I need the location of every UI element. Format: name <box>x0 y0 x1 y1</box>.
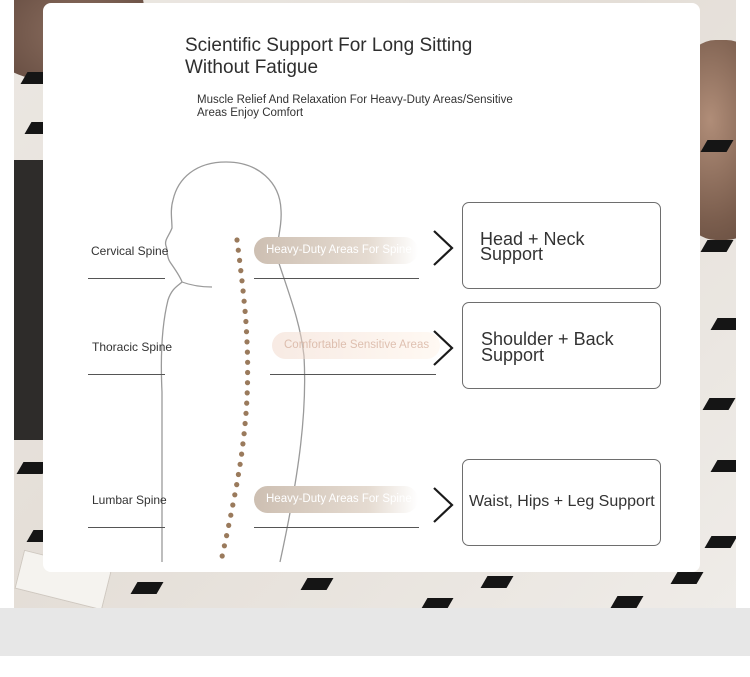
spine-vertebra-dot <box>244 400 250 406</box>
box-label: Support <box>481 345 545 365</box>
page-title: Scientific Support For Long Sitting With… <box>185 35 565 79</box>
sensitive-area-pill: Comfortable Sensitive Areas <box>272 332 440 359</box>
spine-vertebra-dot <box>232 492 238 498</box>
spine-vertebra-dot <box>244 380 251 386</box>
divider-line <box>254 527 419 528</box>
heavy-duty-pill: Heavy-Duty Areas For Spine <box>254 237 418 264</box>
spine-vertebra-dot <box>244 339 250 345</box>
spine-vertebra-dot <box>235 471 241 478</box>
spine-vertebra-dot <box>234 237 240 243</box>
chevron-right-icon <box>433 487 454 523</box>
spine-vertebra-dot <box>242 420 248 427</box>
spine-vertebra-dot <box>244 349 250 355</box>
spine-vertebra-dot <box>238 268 244 274</box>
spine-vertebra-dot <box>230 502 236 508</box>
spine-vertebra-dot <box>234 482 240 488</box>
chevron-right-icon <box>433 330 454 366</box>
spine-vertebra-dot <box>237 461 243 467</box>
title-line: Scientific Support For Long Sitting <box>185 35 473 56</box>
spine-vertebra-dot <box>243 329 250 335</box>
spine-vertebra-dot <box>245 359 251 365</box>
box-label: Waist, Hips + Leg Support <box>469 493 655 510</box>
page-subtitle: Muscle Relief And Relaxation For Heavy-D… <box>197 94 557 120</box>
lumbar-spine-label: Lumbar Spine <box>92 493 167 507</box>
spine-vertebra-dot <box>242 308 248 314</box>
chevron-right-icon <box>433 230 454 266</box>
divider-line <box>254 278 419 279</box>
spine-vertebra-dot <box>224 533 230 539</box>
body-outline-front <box>160 161 306 563</box>
shoulder-back-support-box: Shoulder + Back Support <box>462 302 661 389</box>
box-label: Head + Neck <box>480 229 585 249</box>
box-label: Shoulder + Back <box>481 329 614 349</box>
divider-line <box>88 527 165 528</box>
spine-vertebra-dot <box>243 318 249 325</box>
neck-line <box>181 281 213 288</box>
head-neck-support-box: Head + Neck Support <box>462 202 661 289</box>
subtitle-line: Areas Enjoy Comfort <box>197 107 304 119</box>
thoracic-spine-label: Thoracic Spine <box>92 340 173 354</box>
subtitle-line: Muscle Relief And Relaxation For Heavy-D… <box>197 94 513 106</box>
divider-line <box>270 374 436 375</box>
spine-vertebra-dot <box>228 512 234 518</box>
spine-vertebra-dot <box>244 390 250 396</box>
spine-vertebra-dot <box>241 431 247 437</box>
divider-line <box>88 278 165 279</box>
spine-vertebra-dot <box>239 451 245 457</box>
heavy-duty-pill: Heavy-Duty Areas For Spine <box>254 486 418 513</box>
spine-vertebra-dot <box>237 257 243 263</box>
spine-vertebra-dot <box>240 441 246 447</box>
cervical-spine-label: Cervical Spine <box>91 244 169 258</box>
divider-line <box>88 374 165 375</box>
box-label: Support <box>480 244 544 264</box>
spine-vertebra-dot <box>221 543 227 549</box>
spine-dots <box>219 237 251 559</box>
waist-hips-leg-support-box: Waist, Hips + Leg Support <box>462 459 661 546</box>
spine-vertebra-dot <box>240 288 246 294</box>
spine-vertebra-dot <box>219 553 225 559</box>
title-line: Without Fatigue <box>185 57 319 78</box>
spine-vertebra-dot <box>245 369 251 376</box>
bottom-gray-strip <box>0 608 750 656</box>
spine-vertebra-dot <box>226 522 232 529</box>
spine-vertebra-dot <box>241 298 247 304</box>
spine-vertebra-dot <box>235 247 241 253</box>
spine-vertebra-dot <box>243 410 249 416</box>
spine-vertebra-dot <box>239 278 245 284</box>
